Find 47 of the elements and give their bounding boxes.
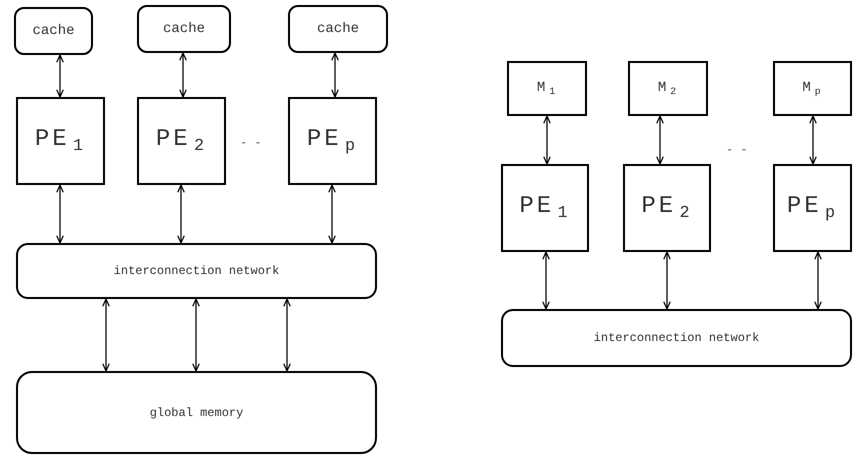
double-arrow [663, 251, 671, 310]
network-box [16, 243, 377, 299]
double-arrow [283, 298, 291, 372]
node-label: global memory [150, 406, 244, 420]
node-label: cache [162, 21, 205, 37]
processor-box [773, 164, 852, 252]
node-label: interconnection network [594, 331, 760, 345]
node-label: M$_{2}$ [658, 80, 678, 98]
processor-box [137, 97, 226, 185]
double-arrow [177, 184, 185, 244]
node-label: M$_{p}$ [802, 80, 823, 98]
memory-box [773, 61, 852, 116]
node-label: PE$_{p}$ [306, 126, 358, 156]
node-label: PE$_{1}$ [519, 192, 571, 224]
double-arrow [543, 115, 551, 165]
memory-box [16, 371, 377, 454]
double-arrow [56, 184, 64, 244]
processor-box [501, 164, 589, 252]
double-arrow [179, 52, 187, 98]
cache-box [137, 5, 231, 53]
processor-box [16, 97, 105, 185]
double-arrow [328, 184, 336, 244]
double-arrow [331, 52, 339, 98]
node-label: cache [32, 23, 74, 39]
memory-box [628, 61, 708, 116]
double-arrow [56, 54, 64, 98]
node-label: interconnection network [114, 264, 280, 278]
double-arrow [192, 298, 200, 372]
processor-box [288, 97, 377, 185]
node-label: cache [316, 21, 359, 37]
double-arrow [656, 115, 664, 165]
memory-box [507, 61, 587, 116]
cache-box [288, 5, 388, 53]
double-arrow [814, 251, 822, 310]
double-arrow [102, 298, 110, 372]
node-label: PE$_{2}$ [641, 192, 693, 224]
node-label: M$_{1}$ [536, 80, 558, 98]
node-label: PE$_{2}$ [156, 126, 208, 156]
ellipsis-mark: - - [240, 136, 262, 150]
node-label: PE$_{1}$ [34, 126, 86, 156]
node-label: PE$_{p}$ [786, 192, 838, 224]
double-arrow [809, 115, 817, 165]
cache-box [14, 7, 93, 55]
ellipsis-mark: - - [726, 143, 748, 157]
network-box [501, 309, 852, 367]
processor-box [623, 164, 711, 252]
double-arrow [542, 251, 550, 310]
